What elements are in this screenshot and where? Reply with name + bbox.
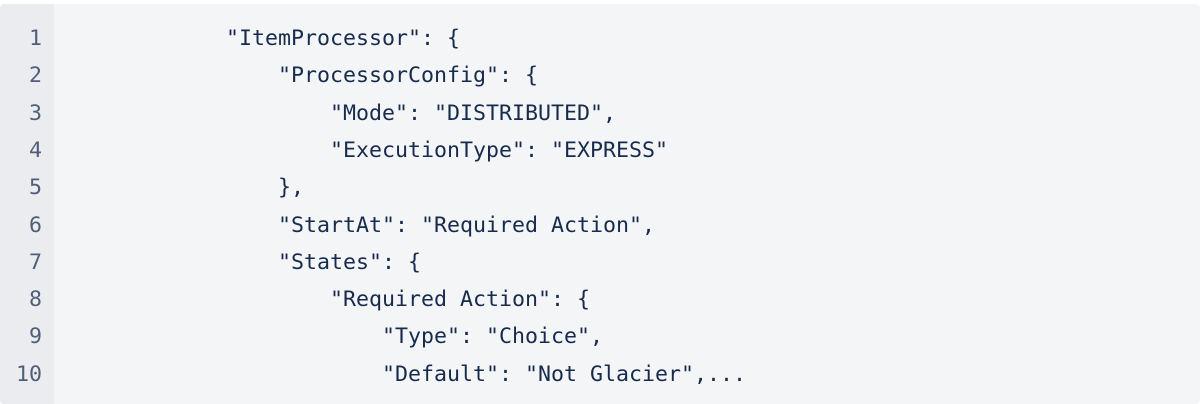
code-line: 10 "Default": "Not Glacier",... bbox=[0, 356, 1200, 393]
line-number: 8 bbox=[28, 287, 42, 313]
line-number: 7 bbox=[28, 249, 42, 275]
code-text: "ItemProcessor": { bbox=[70, 26, 461, 51]
code-line: 1 "ItemProcessor": { bbox=[0, 20, 1200, 57]
code-line: 7 "States": { bbox=[0, 244, 1200, 281]
line-number: 10 bbox=[15, 361, 42, 387]
code-line: 9 "Type": "Choice", bbox=[0, 318, 1200, 355]
line-number: 9 bbox=[28, 324, 42, 350]
code-text: "Default": "Not Glacier",... bbox=[70, 361, 747, 387]
line-number-gutter bbox=[0, 4, 54, 404]
code-text: "Required Action": { bbox=[70, 287, 591, 313]
code-line: 4 "ExecutionType": "EXPRESS" bbox=[0, 132, 1200, 169]
code-text: "Type": "Choice", bbox=[70, 324, 604, 350]
code-text: "ExecutionType": "EXPRESS" bbox=[70, 137, 669, 163]
code-text: }, bbox=[70, 175, 305, 201]
code-line: 6 "StartAt": "Required Action", bbox=[0, 207, 1200, 244]
code-line: 2 "ProcessorConfig": { bbox=[0, 57, 1200, 94]
line-number: 5 bbox=[28, 175, 42, 201]
line-number: 2 bbox=[28, 63, 42, 89]
code-text: "StartAt": "Required Action", bbox=[70, 212, 656, 238]
code-block: 1 "ItemProcessor": {2 "ProcessorConfig":… bbox=[0, 4, 1200, 404]
code-text: "States": { bbox=[70, 249, 422, 275]
code-line: 8 "Required Action": { bbox=[0, 281, 1200, 318]
line-number: 6 bbox=[28, 212, 42, 238]
code-text: "ProcessorConfig": { bbox=[70, 63, 539, 89]
line-number: 4 bbox=[28, 137, 42, 163]
line-number: 3 bbox=[28, 100, 42, 126]
code-text: "Mode": "DISTRIBUTED", bbox=[70, 100, 617, 126]
code-line: 5 }, bbox=[0, 169, 1200, 206]
code-line: 3 "Mode": "DISTRIBUTED", bbox=[0, 95, 1200, 132]
line-number: 1 bbox=[28, 26, 42, 51]
